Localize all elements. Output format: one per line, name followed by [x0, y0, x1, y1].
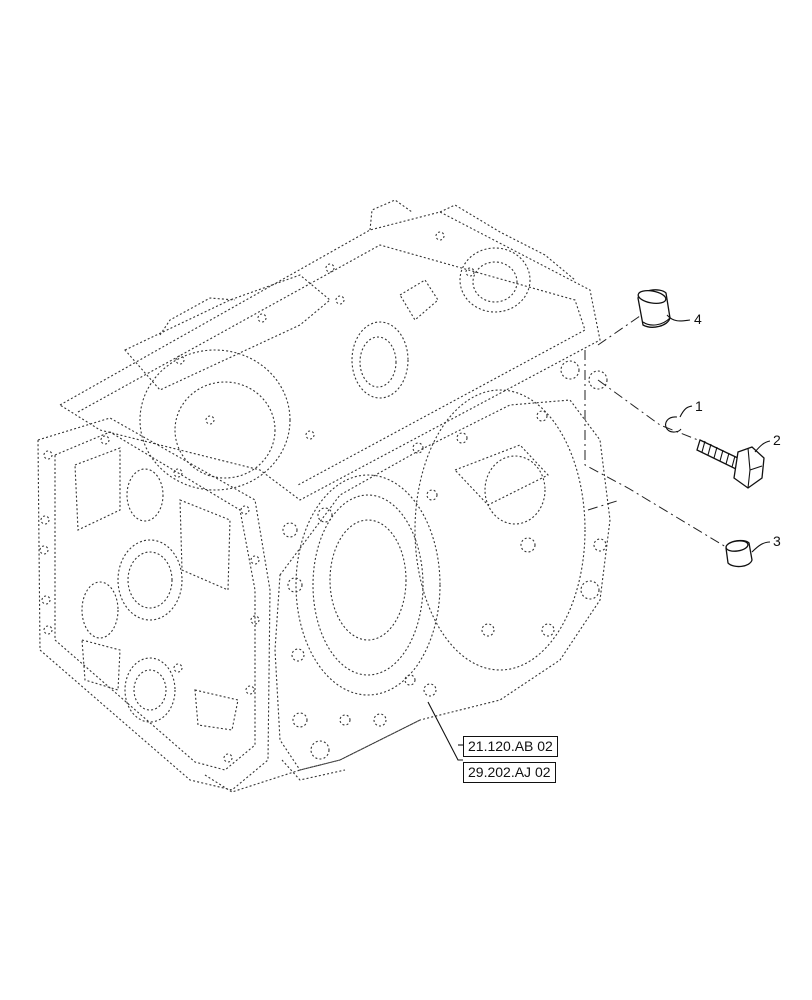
callout-label-3: 3	[773, 533, 781, 549]
callout-label-1: 1	[695, 398, 703, 414]
reference-box-21-120[interactable]: 21.120.AB 02	[463, 736, 558, 757]
transmission-housing	[37, 199, 611, 793]
reference-box-29-202[interactable]: 29.202.AJ 02	[463, 762, 556, 783]
retaining-ring-part	[665, 416, 682, 433]
center-lines	[584, 315, 727, 548]
cap-part	[637, 289, 671, 328]
callout-label-2: 2	[773, 432, 781, 448]
plug-part	[725, 539, 753, 568]
callout-label-4: 4	[694, 311, 702, 327]
bolt-part	[696, 439, 765, 489]
callout-leaders	[427, 314, 771, 761]
